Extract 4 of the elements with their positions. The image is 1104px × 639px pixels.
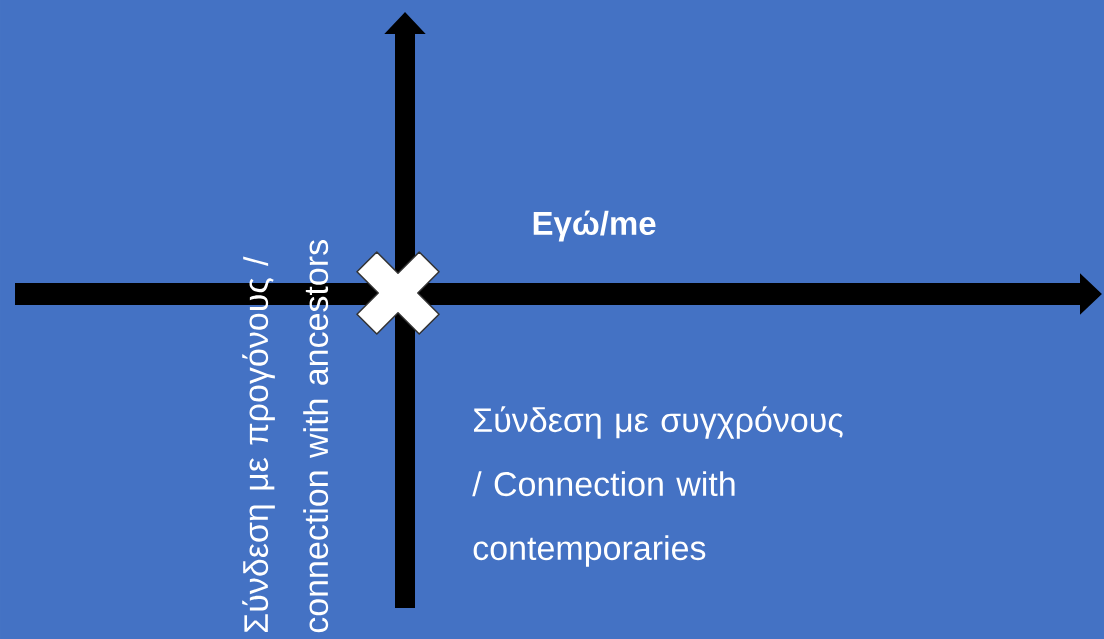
axis-label: Σύνδεση με συγχρόνους / Connection with contemporaries — [472, 406, 843, 567]
axis-label: Σύνδεση με προγόνους / connection with ancestors — [242, 240, 329, 633]
cross-mark — [356, 251, 440, 335]
axis-label: Εγώ/me — [533, 210, 656, 242]
